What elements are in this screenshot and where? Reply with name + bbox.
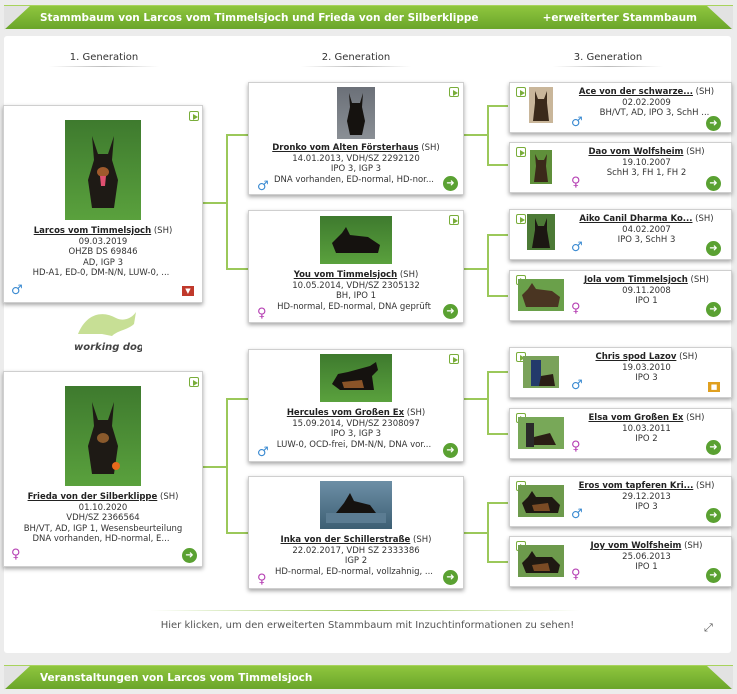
dog-name-link[interactable]: Eros vom tapferen Kri...	[578, 481, 694, 491]
arrow-right-icon[interactable]: ➜	[443, 176, 458, 191]
dog-photo	[518, 87, 564, 123]
dog-name-link[interactable]: Elsa vom Großen Ex	[588, 413, 684, 423]
sire-card[interactable]: Larcos vom Timmelsjoch (SH) 09.03.2019 Ö…	[3, 105, 203, 303]
dog-photo	[518, 417, 564, 449]
video-icon[interactable]	[516, 147, 526, 157]
generation-3-header: 3. Generation	[548, 52, 668, 67]
arrow-right-icon[interactable]: ➜	[706, 176, 721, 191]
grandparent-card[interactable]: Chris spod Lazov (SH) 19.03.2010 IPO 3 ♂…	[509, 347, 732, 398]
parent-card[interactable]: Hercules vom Großen Ex (SH) 15.09.2014, …	[248, 349, 464, 462]
parent-card[interactable]: You vom Timmelsjoch (SH) 10.05.2014, VDH…	[248, 210, 464, 323]
male-icon: ♂	[571, 115, 583, 130]
expand-icon[interactable]: ⤢	[704, 621, 713, 634]
extended-pedigree-hint-link[interactable]: Hier klicken, um den erweiterten Stammba…	[160, 620, 575, 631]
video-icon[interactable]	[449, 354, 459, 364]
dog-name-link[interactable]: Chris spod Lazov	[595, 352, 677, 362]
dog-name-link[interactable]: Joy vom Wolfsheim	[590, 541, 682, 551]
dog-name-link[interactable]: Ace von der schwarze...	[578, 87, 693, 97]
male-icon: ♂	[571, 507, 583, 522]
grandparent-card[interactable]: Dao vom Wolfsheim (SH) 19.10.2007 SchH 3…	[509, 142, 732, 193]
dog-photo	[320, 216, 392, 264]
arrow-right-icon[interactable]: ➜	[443, 443, 458, 458]
dog-photo	[518, 356, 564, 388]
dog-name-link[interactable]: Dronko vom Alten Försterhaus	[272, 143, 419, 153]
arrow-right-icon[interactable]: ➜	[443, 570, 458, 585]
female-icon: ♀	[11, 547, 21, 562]
video-icon[interactable]	[449, 87, 459, 97]
male-icon: ♂	[11, 283, 23, 298]
events-title: Veranstaltungen von Larcos vom Timmelsjo…	[40, 671, 313, 684]
arrow-right-icon[interactable]: ➜	[706, 302, 721, 317]
pedigree-title: Stammbaum von Larcos vom Timmelsjoch und…	[40, 11, 479, 24]
dog-photo	[320, 354, 392, 402]
dog-name-link[interactable]: Jola vom Timmelsjoch	[584, 275, 688, 285]
dog-photo	[320, 481, 392, 529]
female-icon: ♀	[571, 567, 581, 582]
dog-name-link[interactable]: Aiko Canil Dharma Ko...	[579, 214, 693, 224]
kennel-club-badge-icon: ▼	[182, 286, 194, 296]
dog-photo	[518, 545, 564, 577]
parent-card[interactable]: Dronko vom Alten Försterhaus (SH) 14.01.…	[248, 82, 464, 195]
events-header-bar[interactable]: Veranstaltungen von Larcos vom Timmelsjo…	[4, 665, 733, 690]
arrow-right-icon[interactable]: ➜	[706, 241, 721, 256]
dog-photo	[518, 485, 564, 517]
kennel-club-badge-icon: ■	[708, 382, 720, 392]
female-icon: ♀	[571, 301, 581, 316]
arrow-right-icon[interactable]: ➜	[706, 440, 721, 455]
arrow-right-icon[interactable]: ➜	[443, 304, 458, 319]
dog-name-link[interactable]: Frieda von der Silberklippe	[27, 492, 158, 502]
dog-photo	[518, 214, 564, 250]
dog-name-link[interactable]: You vom Timmelsjoch	[293, 270, 398, 280]
svg-text:working dog: working dog	[74, 342, 142, 353]
dog-photo	[65, 120, 141, 220]
grandparent-card[interactable]: Aiko Canil Dharma Ko... (SH) 04.02.2007 …	[509, 209, 732, 260]
video-icon[interactable]	[516, 214, 526, 224]
dog-name-link[interactable]: Larcos vom Timmelsjoch	[33, 226, 152, 236]
arrow-right-icon[interactable]: ➜	[706, 508, 721, 523]
parent-card[interactable]: Inka von der Schillerstraße (SH) 22.02.2…	[248, 476, 464, 589]
dog-photo	[337, 87, 375, 139]
female-icon: ♀	[571, 439, 581, 454]
generation-1-header: 1. Generation	[44, 52, 164, 67]
female-icon: ♀	[571, 175, 581, 190]
grandparent-card[interactable]: Eros vom tapferen Kri... (SH) 29.12.2013…	[509, 476, 732, 527]
working-dog-logo: working dog	[72, 304, 144, 356]
dog-name-link[interactable]: Inka von der Schillerstraße	[280, 535, 411, 545]
dam-card[interactable]: Frieda von der Silberklippe (SH) 01.10.2…	[3, 371, 203, 567]
male-icon: ♂	[257, 179, 269, 194]
pedigree-header-bar: Stammbaum von Larcos vom Timmelsjoch und…	[4, 5, 733, 30]
female-icon: ♀	[257, 572, 267, 587]
arrow-right-icon[interactable]: ➜	[706, 116, 721, 131]
grandparent-card[interactable]: Elsa vom Großen Ex (SH) 10.03.2011 IPO 2…	[509, 408, 732, 459]
female-icon: ♀	[257, 306, 267, 321]
dog-name-link[interactable]: Dao vom Wolfsheim	[588, 147, 684, 157]
video-icon[interactable]	[189, 111, 199, 121]
dog-photo	[65, 386, 141, 486]
dog-photo	[518, 279, 564, 311]
dog-name-link[interactable]: Hercules vom Großen Ex	[286, 408, 405, 418]
grandparent-card[interactable]: Joy vom Wolfsheim (SH) 25.06.2013 IPO 1 …	[509, 536, 732, 587]
video-icon[interactable]	[516, 87, 526, 97]
grandparent-card[interactable]: Jola vom Timmelsjoch (SH) 09.11.2008 IPO…	[509, 270, 732, 321]
generation-2-header: 2. Generation	[296, 52, 416, 67]
extended-pedigree-link[interactable]: +erweiterter Stammbaum	[542, 11, 697, 24]
male-icon: ♂	[571, 378, 583, 393]
arrow-right-icon[interactable]: ➜	[182, 548, 197, 563]
dog-photo	[518, 150, 564, 184]
male-icon: ♂	[571, 240, 583, 255]
video-icon[interactable]	[189, 377, 199, 387]
video-icon[interactable]	[449, 215, 459, 225]
grandparent-card[interactable]: Ace von der schwarze... (SH) 02.02.2009 …	[509, 82, 732, 133]
male-icon: ♂	[257, 445, 269, 460]
arrow-right-icon[interactable]: ➜	[706, 568, 721, 583]
